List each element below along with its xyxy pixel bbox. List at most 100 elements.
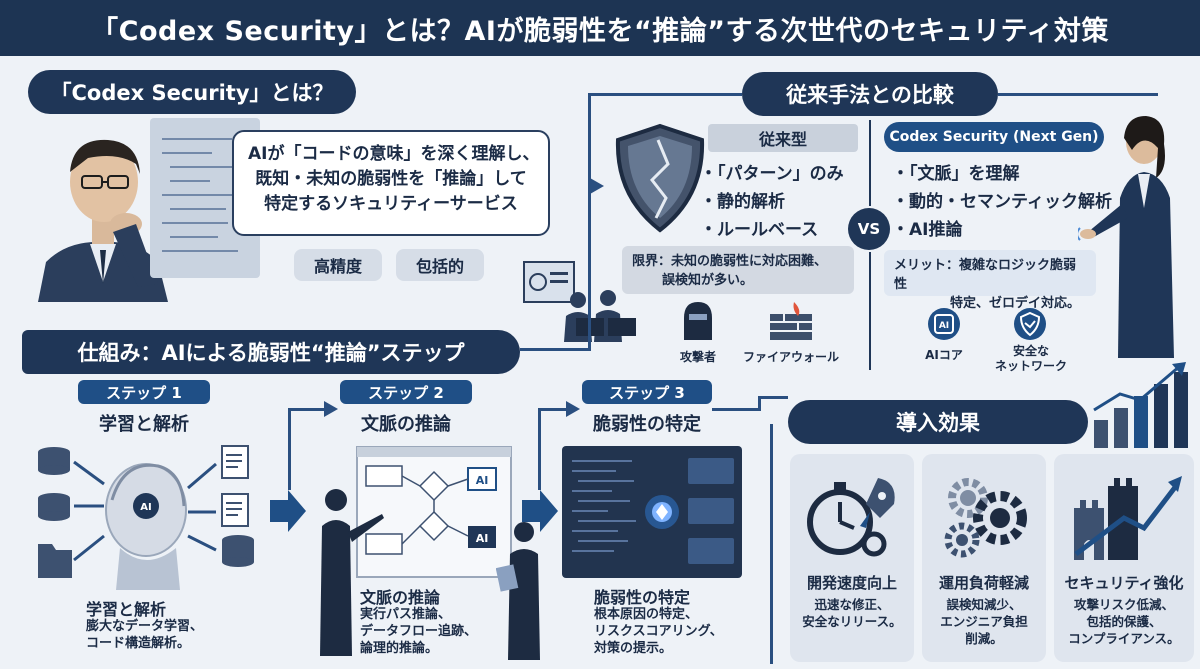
effect-speed-desc-line: 迅速な修正、 [814,597,890,612]
vs-text: VS [857,220,881,238]
traditional-list: ・「パターン」のみ ・静的解析 ・ルールベース [700,160,844,244]
step-3-label-text: ステップ 3 [609,383,685,402]
ai-learning-illustration: AI [38,445,254,590]
effect-security-desc: 攻撃リスク低減、 包括的保護、 コンプライアンス。 [1054,596,1194,647]
step-2-head: 文脈の推論 [360,588,441,607]
effect-security-desc-line: 包括的保護、 [1086,614,1162,629]
codex-label: Codex Security (Next Gen) [884,122,1104,152]
effect-security-title: セキュリティ強化 [1064,574,1184,592]
svg-text:AI: AI [476,532,489,545]
vs-badge: VS [848,208,890,250]
stopwatch-rocket-icon [807,478,895,557]
connector-line [288,410,291,490]
secure-network-label: 安全な ネットワーク [986,344,1076,374]
connector-line [998,93,1158,96]
connector-line [538,410,541,490]
connector-line [588,93,742,96]
effect-ops-desc-line: 誤検知減少、 [946,597,1022,612]
secure-network-label-line: 安全な [1012,344,1049,358]
divider-line [869,252,871,370]
connector-line [758,396,788,399]
attacker-label: 攻撃者 [679,350,716,364]
connector-line [588,93,591,183]
secure-network-icon [1014,308,1046,340]
title-bar: 「Codex Security」とは？AIが脆弱性を“推論”する次世代のセキュリ… [0,0,1200,56]
tag-high-precision: 高精度 [294,249,382,281]
cracked-shield-icon [615,123,705,233]
effects-heading-text: 導入効果 [896,411,980,435]
growth-chart-icon [1093,362,1188,448]
step-3-head: 脆弱性の特定 [594,588,691,607]
presenter-man-illustration [320,489,384,656]
arrow-right-icon [270,490,306,532]
connector-line [520,348,588,351]
divider-line [869,120,871,206]
intro-line-2: 既知・未知の脆弱性を「推論」して [255,169,527,189]
arrow-right-icon [522,490,558,532]
secure-network-label-line: ネットワーク [994,359,1067,373]
step-1-label-text: ステップ 1 [106,383,182,402]
target-node-icon [645,495,679,529]
connector-line [538,408,570,411]
step-1-desc-line: 膨大なデータ学習、 [86,619,204,634]
effect-ops-title: 運用負荷軽減 [938,574,1029,592]
presenter-woman-illustration [1078,116,1174,358]
limit-line: 誤検知が多い。 [662,273,754,288]
svg-text:AI: AI [939,321,949,331]
intro-heading: 「Codex Security」とは？ [28,70,356,114]
svg-text:AI: AI [476,474,489,487]
arrow-right-icon [566,401,580,417]
step-2-label-text: ステップ 2 [368,383,444,402]
codex-item: ・動的・セマンティック解析 [892,192,1112,212]
gears-icon [944,478,1027,558]
comparison-heading-text: 従来手法との比較 [786,83,954,107]
effect-speed-desc-line: 安全なリリース。 [802,614,902,629]
step-2-title: 文脈の推論 [361,414,451,435]
effect-ops-desc-line: 削減。 [965,631,1003,646]
step-1-desc-line: コード構造解析。 [86,636,191,651]
connector-line [770,424,773,664]
team-at-computer-illustration [523,261,636,342]
step-2-desc-line: 実行パス推論、 [360,607,452,622]
page-title: 「Codex Security」とは？AIが脆弱性を“推論”する次世代のセキュリ… [91,15,1109,47]
step-3-desc-line: 対策の提示。 [594,641,673,656]
arrow-right-icon [324,401,338,417]
codex-item: ・「文脈」を理解 [892,164,1020,184]
effect-card-security: セキュリティ強化 攻撃リスク低減、 包括的保護、 コンプライアンス。 [1054,454,1194,662]
effect-speed-title: 開発速度向上 [806,574,897,592]
step-3-desc-line: リスクスコアリング、 [594,624,723,639]
codex-merit-note: メリット：複雑なロジック脆弱性 特定、ゼロデイ対応。 [884,250,1096,311]
codex-item: ・AI推論 [892,220,963,240]
firewall-icon [770,302,812,340]
step-1-head: 学習と解析 [86,600,167,619]
ai-core-label: AIコア [925,348,963,362]
traditional-item: ・「パターン」のみ [700,164,844,184]
connector-line [758,398,761,411]
traditional-label-text: 従来型 [758,130,807,149]
intro-line-1: AIが「コードの意味」を深く理解し、 [248,144,540,164]
traditional-item: ・ルールベース [700,220,819,240]
step-3-desc: 根本原因の特定、 リスクスコアリング、 対策の提示。 [594,606,723,657]
tag-comprehensive-text: 包括的 [415,257,464,276]
ai-core-icon: AI [928,308,960,340]
connector-line [288,408,328,411]
effect-ops-desc: 誤検知減少、 エンジニア負担 削減。 [922,596,1046,647]
intro-speech-bubble: AIが「コードの意味」を深く理解し、 既知・未知の脆弱性を「推論」して 特定する… [232,130,550,236]
limit-line: 限界：未知の脆弱性に対応困難、 [632,254,828,269]
vulnerability-scan-screen [562,446,742,578]
step-3-desc-line: 根本原因の特定、 [594,607,699,622]
traditional-item: ・静的解析 [700,192,785,212]
effect-card-speed: 開発速度向上 迅速な修正、 安全なリリース。 [790,454,914,662]
step-1-label: ステップ 1 [78,380,210,404]
attacker-icon [684,302,712,340]
step-3-label: ステップ 3 [582,380,712,404]
step-2-desc: 実行パス推論、 データフロー追跡、 論理的推論。 [360,606,477,657]
intro-heading-text: 「Codex Security」とは？ [50,81,334,105]
castle-growth-icon [1074,476,1182,560]
mechanism-heading-text: 仕組み：AIによる脆弱性“推論”ステップ [77,341,465,365]
woman-with-tablet-illustration [496,522,540,660]
firewall-label: ファイアウォール [742,350,839,364]
effect-security-desc-line: コンプライアンス。 [1068,631,1180,646]
step-2-desc-line: データフロー追跡、 [360,624,478,639]
codex-list: ・「文脈」を理解 ・動的・セマンティック解析 ・AI推論 [892,160,1112,244]
